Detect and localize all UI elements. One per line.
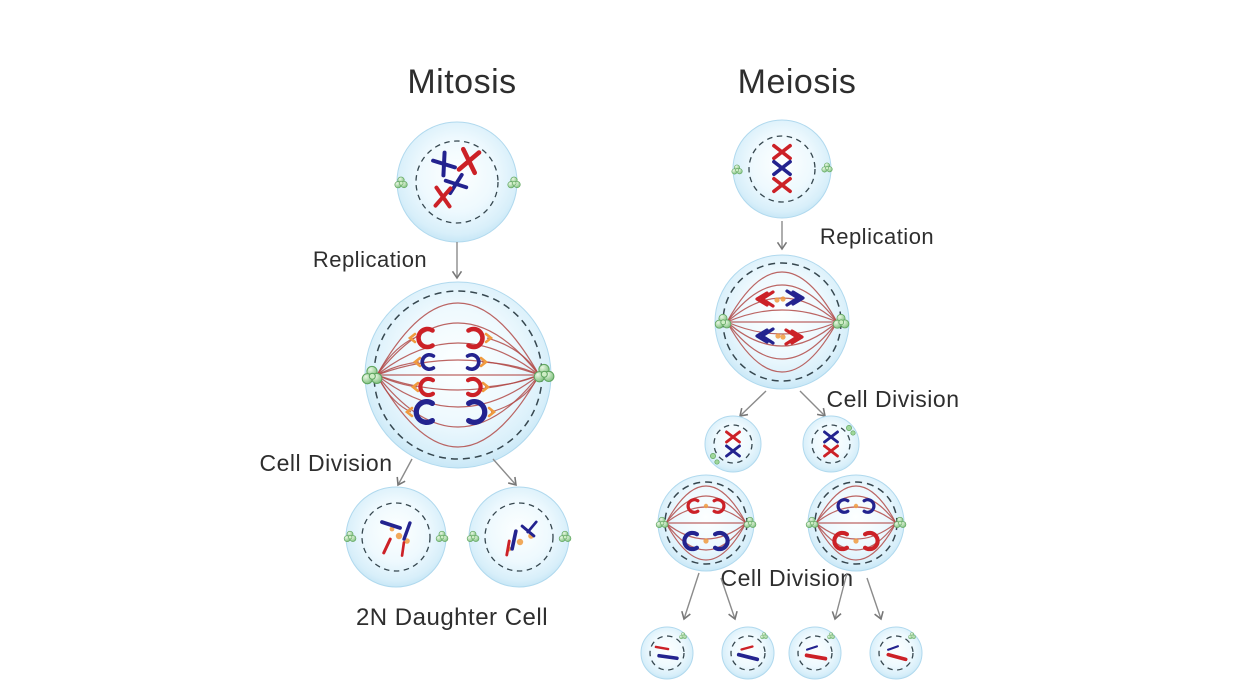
- mitosis-result-label: 2N Daughter Cell: [356, 604, 548, 631]
- nuclear-envelope: [649, 635, 685, 671]
- spindle-fibers: [726, 271, 838, 373]
- mitosis-replication-label: Replication: [313, 247, 427, 272]
- cell-membrane: [721, 626, 775, 680]
- mitosis-title: Mitosis: [407, 63, 516, 101]
- mitosis-daughter-cell-right: [466, 486, 572, 588]
- mitosis-daughter-cell-left: [343, 486, 449, 588]
- meiosis-metaphase2-cell-right: [805, 474, 907, 572]
- cell-membrane: [802, 415, 860, 473]
- meiosis-replication-label: Replication: [820, 224, 934, 249]
- nuclear-envelope: [878, 635, 914, 671]
- nuclear-envelope: [713, 424, 753, 464]
- homologous-pairs: [755, 289, 805, 346]
- nuclear-envelope: [730, 635, 766, 671]
- division-arrow: [720, 577, 738, 621]
- division-arrow: [738, 390, 767, 417]
- centriole-dot: [714, 459, 720, 465]
- mitosis-parent-cell: [394, 121, 521, 243]
- division-arrow: [866, 577, 884, 621]
- cell-membrane: [640, 626, 694, 680]
- meiosis-gamete-2: [721, 626, 775, 680]
- centriole-dot: [846, 425, 852, 431]
- nuclear-envelope: [415, 140, 499, 224]
- meiosis-gamete-3: [788, 626, 842, 680]
- mitosis-metaphase-cell: [361, 281, 555, 469]
- mitosis-cell-division-label: Cell Division: [259, 450, 392, 476]
- meiosis-cell-division-1-label: Cell Division: [826, 386, 959, 412]
- division-arrow: [831, 572, 848, 621]
- nuclear-envelope: [361, 502, 431, 572]
- chromatid-red: [400, 541, 406, 557]
- meiosis-cell-division-2-label: Cell Division: [720, 565, 853, 591]
- meiosis1-cell-left: [704, 415, 762, 473]
- chromatid-blue: [657, 653, 679, 661]
- meiosis-metaphase1-cell: [714, 254, 850, 390]
- nuclear-envelope: [748, 135, 816, 203]
- meiosis-metaphase2-cell-left: [655, 474, 757, 572]
- division-arrow: [396, 458, 413, 487]
- nuclear-envelope: [811, 424, 851, 464]
- meiosis-parent-cell: [731, 119, 833, 219]
- division-arrow: [799, 390, 826, 417]
- cell-membrane: [468, 486, 570, 588]
- division-arrow: [492, 458, 517, 487]
- division-arrow: [681, 572, 700, 621]
- cell-membrane: [869, 626, 923, 680]
- meiosis-title: Meiosis: [738, 63, 857, 101]
- spindle-fibers: [815, 485, 897, 561]
- meiosis-gamete-1: [640, 626, 694, 680]
- centriole-dot: [710, 453, 716, 459]
- cell-membrane: [704, 415, 762, 473]
- meiosis-gamete-4: [869, 626, 923, 680]
- meiosis1-cell-right: [802, 415, 860, 473]
- centriole-dot: [850, 430, 856, 436]
- nuclear-envelope: [797, 635, 833, 671]
- nuclear-envelope: [484, 502, 554, 572]
- cell-membrane: [788, 626, 842, 680]
